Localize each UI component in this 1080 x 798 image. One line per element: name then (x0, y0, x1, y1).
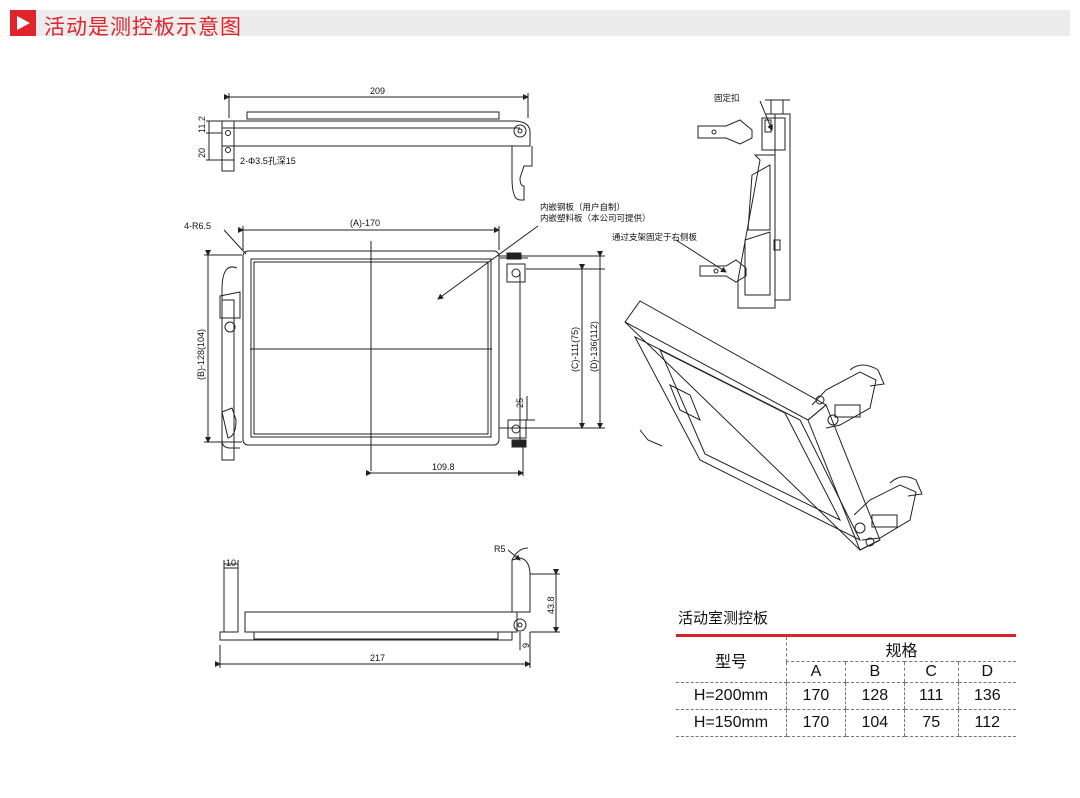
header-b: B (844, 661, 905, 683)
dim-d: (D)-136(112) (589, 321, 599, 372)
page-title: 活动是测控板示意图 (44, 16, 242, 39)
side-view (675, 99, 791, 309)
dim-20: 20 (197, 148, 207, 158)
front-view (204, 225, 605, 476)
dim-11-2: 11.2 (197, 116, 207, 133)
table-subheader-row: A B C D (676, 661, 1016, 683)
spec-table-title: 活动室测控板 (678, 610, 769, 627)
cell-b: 104 (844, 709, 905, 737)
top-view (206, 93, 533, 201)
note-plastic-plate: 内嵌塑料板（本公司可提供） (540, 213, 651, 223)
bottom-view (215, 547, 560, 668)
cell-c: 75 (903, 709, 959, 737)
bracket-label: 通过支架固定于右侧板 (612, 232, 698, 242)
header-spec: 规格 (786, 637, 1016, 662)
cell-a: 170 (786, 682, 846, 710)
spec-table: 型号 规格 A B C D H=200mm 170 128 111 136 H=… (676, 637, 1016, 737)
note-steel-plate: 内嵌钢板（用户自制） (540, 202, 625, 212)
dim-9: 9 (521, 643, 531, 648)
dim-10: 10 (226, 558, 236, 568)
table-row: H=200mm 170 128 111 136 (676, 682, 1016, 710)
title-underline (676, 634, 1016, 637)
corner-radius-label: 4-R6.5 (184, 221, 211, 231)
cell-model: H=150mm (676, 709, 787, 737)
dim-217: 217 (370, 653, 385, 663)
header-d: D (957, 661, 1016, 683)
header-bar: 活动是测控板示意图 (10, 10, 1070, 39)
cell-c: 111 (903, 682, 959, 710)
dim-c: (C)-111(75) (570, 327, 580, 372)
hole-note: 2-Φ3.5孔深15 (240, 156, 296, 166)
dim-a: (A)-170 (350, 218, 380, 228)
cell-model: H=200mm (676, 682, 787, 710)
clip-label: 固定扣 (714, 93, 740, 103)
dim-43-8: 43.8 (546, 596, 556, 614)
cell-b: 128 (844, 682, 905, 710)
header-model: 型号 (676, 637, 787, 683)
cell-d: 136 (957, 682, 1016, 710)
dim-b: (B)-128(104) (196, 329, 206, 380)
dim-209: 209 (370, 86, 385, 96)
play-icon (10, 10, 36, 36)
cell-a: 170 (786, 709, 846, 737)
table-header-row: 型号 规格 (676, 637, 1016, 683)
table-row: H=150mm 170 104 75 112 (676, 709, 1016, 737)
iso-view (624, 300, 923, 551)
dim-109-8: 109.8 (432, 462, 455, 472)
cell-d: 112 (957, 709, 1016, 737)
header-a: A (786, 661, 846, 683)
dim-25: 25 (515, 398, 525, 408)
dim-r5: R5 (494, 544, 506, 554)
header-c: C (903, 661, 959, 683)
